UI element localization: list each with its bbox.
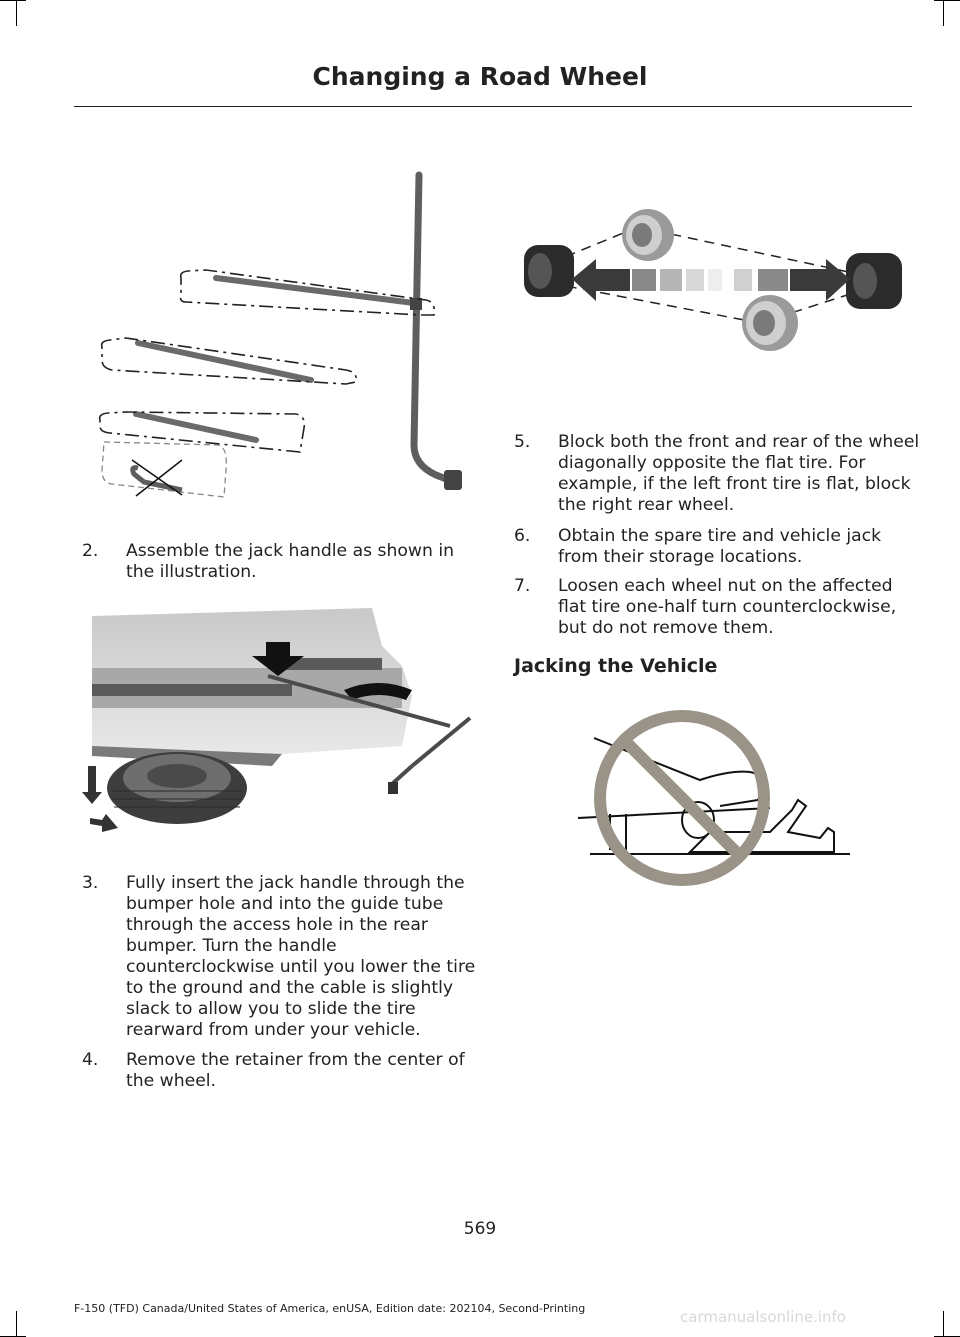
- footer-text: F-150 (TFD) Canada/United States of Amer…: [74, 1302, 586, 1315]
- step-4: 4. Remove the retainer from the center o…: [82, 1050, 482, 1094]
- step-number: 5.: [514, 432, 531, 452]
- crop-mark: [16, 1311, 17, 1337]
- crop-mark: [0, 0, 26, 1]
- step-text: Fully insert the jack handle through the…: [126, 873, 476, 1040]
- crop-mark: [943, 0, 944, 26]
- step-number: 6.: [514, 526, 531, 546]
- step-7: 7. Loosen each wheel nut on the affected…: [514, 576, 914, 642]
- do-not-go-under-vehicle-prohibition-icon: [577, 710, 850, 886]
- step-6: 6. Obtain the spare tire and vehicle jac…: [514, 526, 914, 570]
- step-text: Obtain the spare tire and vehicle jack f…: [558, 526, 882, 567]
- crop-mark: [16, 0, 17, 26]
- crop-mark: [934, 0, 960, 1]
- section-heading: Jacking the Vehicle: [514, 655, 718, 677]
- step-text: Block both the front and rear of the whe…: [558, 432, 920, 515]
- page-title: Changing a Road Wheel: [312, 62, 648, 91]
- step-2: 2. Assemble the jack handle as shown in …: [82, 541, 482, 585]
- crop-mark: [943, 1311, 944, 1337]
- page-number: 569: [463, 1219, 497, 1239]
- watermark: carmanualsonline.info: [680, 1308, 846, 1326]
- step-3: 3. Fully insert the jack handle through …: [82, 873, 482, 1043]
- step-text: Assemble the jack handle as shown in the…: [126, 541, 454, 582]
- step-5: 5. Block both the front and rear of the …: [514, 432, 919, 518]
- diagonal-wheel-blocking-illustration: [524, 209, 902, 351]
- header-rule: [74, 106, 912, 107]
- step-number: 7.: [514, 576, 531, 596]
- rear-bumper-spare-tire-illustration: [82, 608, 472, 832]
- step-number: 4.: [82, 1050, 99, 1070]
- step-text: Remove the retainer from the center of t…: [126, 1050, 465, 1091]
- step-text: Loosen each wheel nut on the affected fl…: [558, 576, 897, 638]
- step-number: 2.: [82, 541, 99, 561]
- step-number: 3.: [82, 873, 99, 893]
- jack-handle-assembly-illustration: [98, 171, 462, 498]
